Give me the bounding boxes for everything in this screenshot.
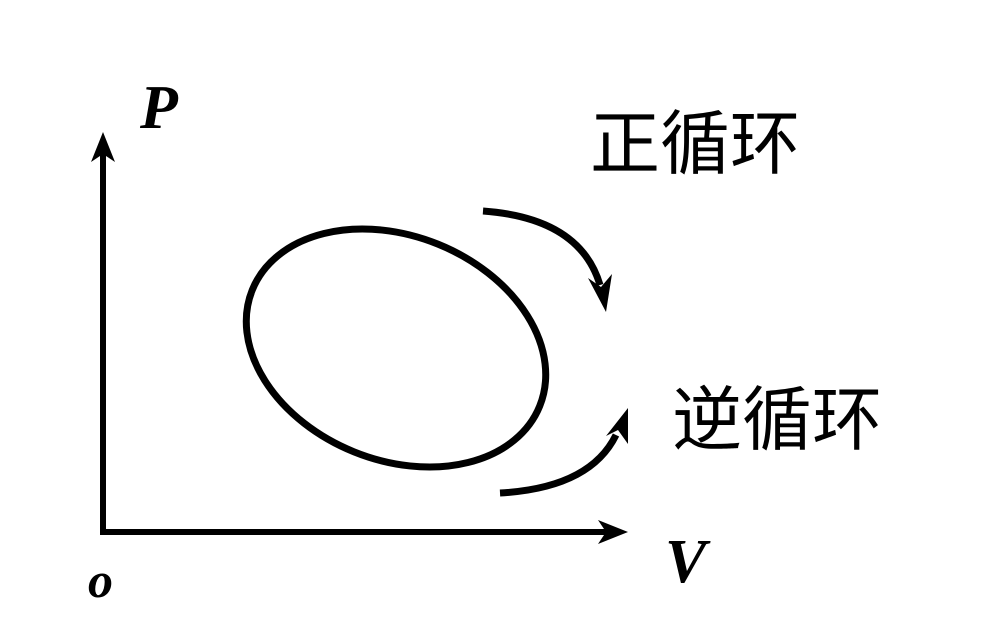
counterclockwise-arrowhead bbox=[606, 408, 628, 444]
clockwise-arrowhead bbox=[588, 274, 612, 312]
x-axis-arrowhead bbox=[598, 520, 628, 544]
forward-cycle-label: 正循环 bbox=[590, 103, 800, 185]
cycle-ellipse bbox=[242, 225, 550, 471]
x-axis-label: V bbox=[665, 528, 711, 596]
y-axis-arrowhead bbox=[91, 132, 115, 162]
reverse-cycle-label: 逆循环 bbox=[672, 379, 882, 461]
counterclockwise-arrow bbox=[499, 433, 620, 497]
clockwise-arrow bbox=[482, 207, 604, 287]
y-axis-label: P bbox=[139, 74, 179, 142]
origin-label: o bbox=[88, 552, 113, 608]
